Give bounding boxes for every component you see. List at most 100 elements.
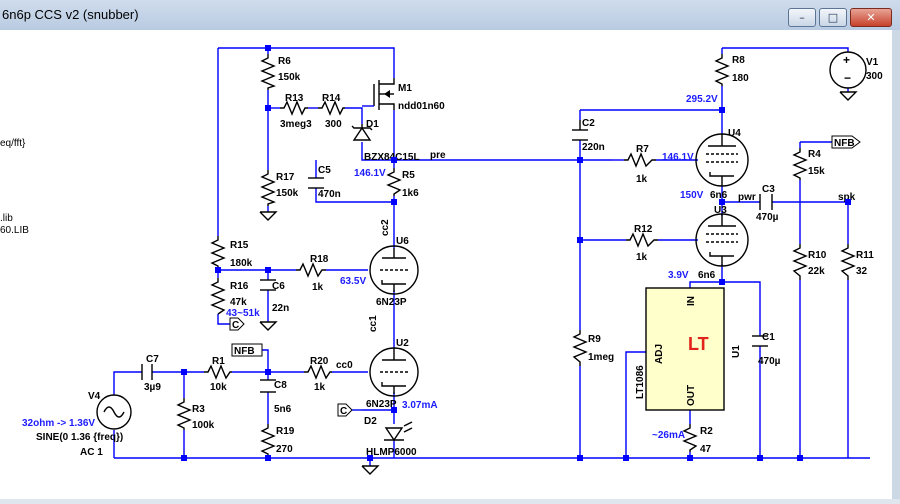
tag-U2: cc1 bbox=[368, 315, 379, 332]
resistors bbox=[176, 54, 856, 458]
capacitor-C3 bbox=[759, 194, 773, 210]
capacitor-C2 bbox=[572, 120, 588, 141]
label-R15: R15 bbox=[230, 240, 249, 251]
resistor-R5 bbox=[386, 168, 402, 196]
value-V1: 300 bbox=[866, 71, 883, 82]
label-R9: R9 bbox=[588, 334, 601, 345]
label-R13: R13 bbox=[285, 93, 304, 104]
regulator-U1: LT bbox=[645, 287, 725, 411]
label-U4: U4 bbox=[728, 128, 741, 139]
net-c-lower: C bbox=[340, 406, 347, 417]
value-M1: ndd01n60 bbox=[398, 101, 445, 112]
label-R5: R5 bbox=[402, 170, 415, 181]
pin-adj-U1: ADJ bbox=[654, 344, 665, 364]
close-button[interactable]: ✕ bbox=[850, 8, 892, 27]
label-M1: M1 bbox=[398, 83, 412, 94]
resistor-R16 bbox=[210, 278, 226, 315]
window-controls: – □ ✕ bbox=[788, 8, 892, 27]
maximize-button[interactable]: □ bbox=[819, 8, 847, 27]
tag-U6: cc2 bbox=[380, 219, 391, 236]
label-R18: R18 bbox=[310, 254, 329, 265]
value-R6: 150k bbox=[278, 72, 301, 83]
pin-in-U1: IN bbox=[686, 296, 697, 306]
label-C3: C3 bbox=[762, 184, 775, 195]
resistor-R17 bbox=[260, 170, 276, 206]
value-R12: 1k bbox=[636, 252, 648, 263]
resistor-R15 bbox=[210, 236, 226, 270]
capacitor-C5 bbox=[308, 177, 324, 189]
value-C6: 22n bbox=[272, 303, 289, 314]
pin-out-U1: OUT bbox=[686, 385, 697, 406]
svg-text:+: + bbox=[843, 53, 850, 67]
minimize-button[interactable]: – bbox=[788, 8, 816, 27]
value-U3: 6n6 bbox=[698, 270, 716, 281]
schematic-svg[interactable]: eq/fft} .lib 60.LIB bbox=[0, 30, 892, 499]
label-R3: R3 bbox=[192, 404, 205, 415]
window-right-border bbox=[892, 30, 900, 499]
value-R14: 300 bbox=[325, 119, 342, 130]
label-R4: R4 bbox=[808, 149, 821, 160]
value-C5: 470n bbox=[318, 189, 341, 200]
resistor-R8 bbox=[714, 54, 730, 86]
resistor-R11 bbox=[840, 244, 856, 280]
label-V4: V4 bbox=[88, 391, 101, 402]
label-R12: R12 bbox=[634, 224, 653, 235]
title-bar: 6n6p CCS v2 (snubber) – □ ✕ bbox=[0, 0, 900, 31]
value-R16: 47k bbox=[230, 297, 247, 308]
resistor-R4 bbox=[792, 148, 808, 180]
annotation-32ohm: 32ohm -> 1.36V bbox=[22, 418, 95, 429]
net-nfb-left: NFB bbox=[234, 346, 255, 357]
label-R8: R8 bbox=[732, 55, 745, 66]
value-R19: 270 bbox=[276, 444, 293, 455]
label-C1: C1 bbox=[762, 332, 775, 343]
window-title: 6n6p CCS v2 (snubber) bbox=[2, 7, 139, 22]
label-R16: R16 bbox=[230, 281, 249, 292]
pentode-U4 bbox=[695, 133, 749, 187]
label-R7: R7 bbox=[636, 144, 649, 155]
label-R10: R10 bbox=[808, 250, 827, 261]
value-U2: 6N23P bbox=[366, 399, 397, 410]
zener-diode-D1 bbox=[351, 124, 373, 141]
resistor-R20 bbox=[304, 364, 332, 380]
label-C2: C2 bbox=[582, 118, 595, 129]
capacitor-C6 bbox=[260, 279, 276, 291]
pentode-U3 bbox=[695, 213, 749, 267]
side-text-1: eq/fft} bbox=[0, 138, 26, 149]
schematic-canvas[interactable]: eq/fft} .lib 60.LIB bbox=[0, 30, 892, 499]
svg-text:−: − bbox=[844, 71, 851, 85]
annotation-295v: 295.2V bbox=[686, 94, 718, 105]
value-R11: 32 bbox=[856, 266, 868, 277]
label-R1: R1 bbox=[212, 356, 225, 367]
value-R15: 180k bbox=[230, 258, 253, 269]
value-C3: 470µ bbox=[756, 212, 779, 223]
value-R17: 150k bbox=[276, 188, 299, 199]
annotation-43-51k: 43~51k bbox=[226, 308, 260, 319]
value-R13: 3meg3 bbox=[280, 119, 312, 130]
resistor-R9 bbox=[572, 330, 588, 366]
value-R9: 1meg bbox=[588, 352, 614, 363]
voltage-source-V1: + − bbox=[829, 51, 867, 89]
resistor-R13 bbox=[280, 100, 308, 116]
ground-symbols bbox=[259, 91, 858, 475]
net-c-upper: C bbox=[232, 320, 239, 331]
resistor-R3 bbox=[176, 398, 192, 430]
voltage-source-V4 bbox=[96, 394, 132, 430]
led-D2 bbox=[384, 421, 413, 442]
side-text-2: .lib bbox=[0, 213, 13, 224]
label-R17: R17 bbox=[276, 172, 295, 183]
resistor-R2 bbox=[682, 424, 698, 452]
net-pwr: pwr bbox=[738, 192, 756, 203]
side-text-3: 60.LIB bbox=[0, 225, 29, 236]
net-nfb-right: NFB bbox=[834, 138, 855, 149]
annotation-26ma: ~26mA bbox=[652, 430, 685, 441]
annotation-146v-right: 146.1V bbox=[662, 152, 694, 163]
value-R20: 1k bbox=[314, 382, 326, 393]
value-C7: 3µ9 bbox=[144, 382, 161, 393]
resistor-R14 bbox=[318, 100, 345, 116]
label-R11: R11 bbox=[856, 250, 874, 261]
label-R14: R14 bbox=[322, 93, 341, 104]
annotation-150v: 150V bbox=[680, 190, 704, 201]
value-U1: LT1086 bbox=[635, 365, 646, 399]
annotations: 146.1V 63.5V 43~51k 3.07mA 295.2V 146.1V… bbox=[22, 94, 718, 441]
annotation-63v: 63.5V bbox=[340, 276, 366, 287]
